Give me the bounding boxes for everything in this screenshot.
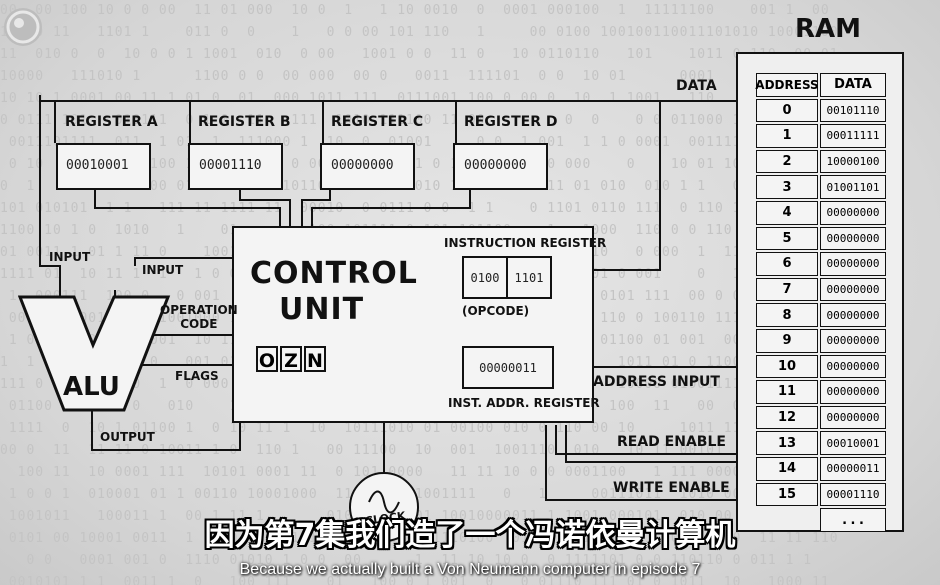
ram-ellipsis-row: ... [756,507,902,533]
clock-wave-icon [368,490,400,514]
data-bus-label: DATA [676,78,717,94]
ram-address-cell: 2 [756,149,818,174]
ram-data-cell: 00000000 [820,277,886,302]
ram-address-cell: 7 [756,277,818,302]
flag-zero: Z [280,346,302,372]
control-unit-title-line1: CONTROL [250,256,418,291]
ram-header-row: ADDRESS DATA [755,72,902,98]
alu-input-a-label: INPUT [49,250,91,264]
ram-address-cell: 13 [756,431,818,455]
ram-data-cell: 00000000 [820,226,886,251]
ram-address-cell: 14 [756,456,818,481]
address-input-label: ADDRESS INPUT [593,374,720,390]
ram-data-header: DATA [820,73,886,97]
write-enable-label: WRITE ENABLE [613,480,730,496]
ram-data-cell: 00011111 [820,124,886,148]
inst-addr-value: 00000011 [479,360,537,375]
ram-address-cell: 12 [756,405,818,430]
ram-data-cell: 00000000 [820,328,886,353]
ram-address-cell: 6 [756,252,818,276]
alu-output-label: OUTPUT [100,430,155,444]
ram-data-cell: 00000000 [820,303,886,327]
ram-address-cell: 15 [756,482,818,507]
ram-data-cell: 00000000 [820,405,886,430]
ram-address-cell: 4 [756,200,818,225]
ram-address-cell: 3 [756,175,818,199]
opcode-label: (OPCODE) [462,304,530,318]
register-d [453,143,548,190]
ram-data-cell: 01001101 [820,175,886,199]
register-b-label: REGISTER B [198,114,291,130]
ram-data-cell: 00000000 [820,200,886,225]
alu-shape [18,295,171,412]
ram-data-cell: 00001110 [820,482,886,507]
inst-addr-label: INST. ADDR. REGISTER [448,396,600,410]
operation-code-label: OPERATION CODE [160,303,238,331]
register-d-value: 00000000 [464,158,527,173]
register-a-value: 00010001 [66,158,129,173]
ram-data-cell: 00010001 [820,431,886,455]
opcode-bits: 0100 [464,258,508,297]
ram-address-cell: 5 [756,226,818,251]
register-b-value: 00001110 [199,158,262,173]
ram-address-cell: 10 [756,354,818,379]
ram-address-cell: 9 [756,328,818,353]
instruction-register-label: INSTRUCTION REGISTER [444,236,607,250]
operand-bits: 1101 [514,270,544,285]
read-enable-label: READ ENABLE [617,434,726,450]
ram-address-cell: 11 [756,380,818,404]
register-a [56,143,151,190]
register-c-label: REGISTER C [331,114,424,130]
alu-label: ALU [63,372,120,402]
ram-data-cell: 10000100 [820,149,886,174]
instruction-register: 0100 1101 [462,256,552,299]
alu-input-b-label: INPUT [142,263,184,277]
subtitle-chinese: 因为第7集我们造了一个冯诺依曼计算机 [204,518,736,553]
inst-addr-register: 00000011 [462,346,554,389]
ram-title: RAM [795,14,862,44]
ram-address-cell: 8 [756,303,818,327]
flag-overflow: O [256,346,278,372]
ram-ellipsis: ... [820,508,886,532]
register-c [320,143,415,190]
register-b [188,143,283,190]
ram-data-cell: 00000000 [820,354,886,379]
control-unit-title-line2: UNIT [279,292,365,327]
register-d-label: REGISTER D [464,114,558,130]
flags-label: FLAGS [175,369,219,383]
ram-data-cell: 00000000 [820,380,886,404]
flag-negative: N [304,346,326,372]
subtitle-english: Because we actually built a Von Neumann … [239,561,701,578]
ram-data-cell: 00101110 [820,98,886,123]
register-a-label: REGISTER A [65,114,158,130]
ram-address-header: ADDRESS [755,73,819,97]
pbs-logo-icon [4,8,42,46]
ram-address-cell: 1 [756,124,818,148]
clock: CLOCK [349,472,419,542]
ram-data-cell: 00000011 [820,456,886,481]
ram-address-cell: 0 [756,98,818,123]
ram-data-cell: 00000000 [820,252,886,276]
register-c-value: 00000000 [331,158,394,173]
